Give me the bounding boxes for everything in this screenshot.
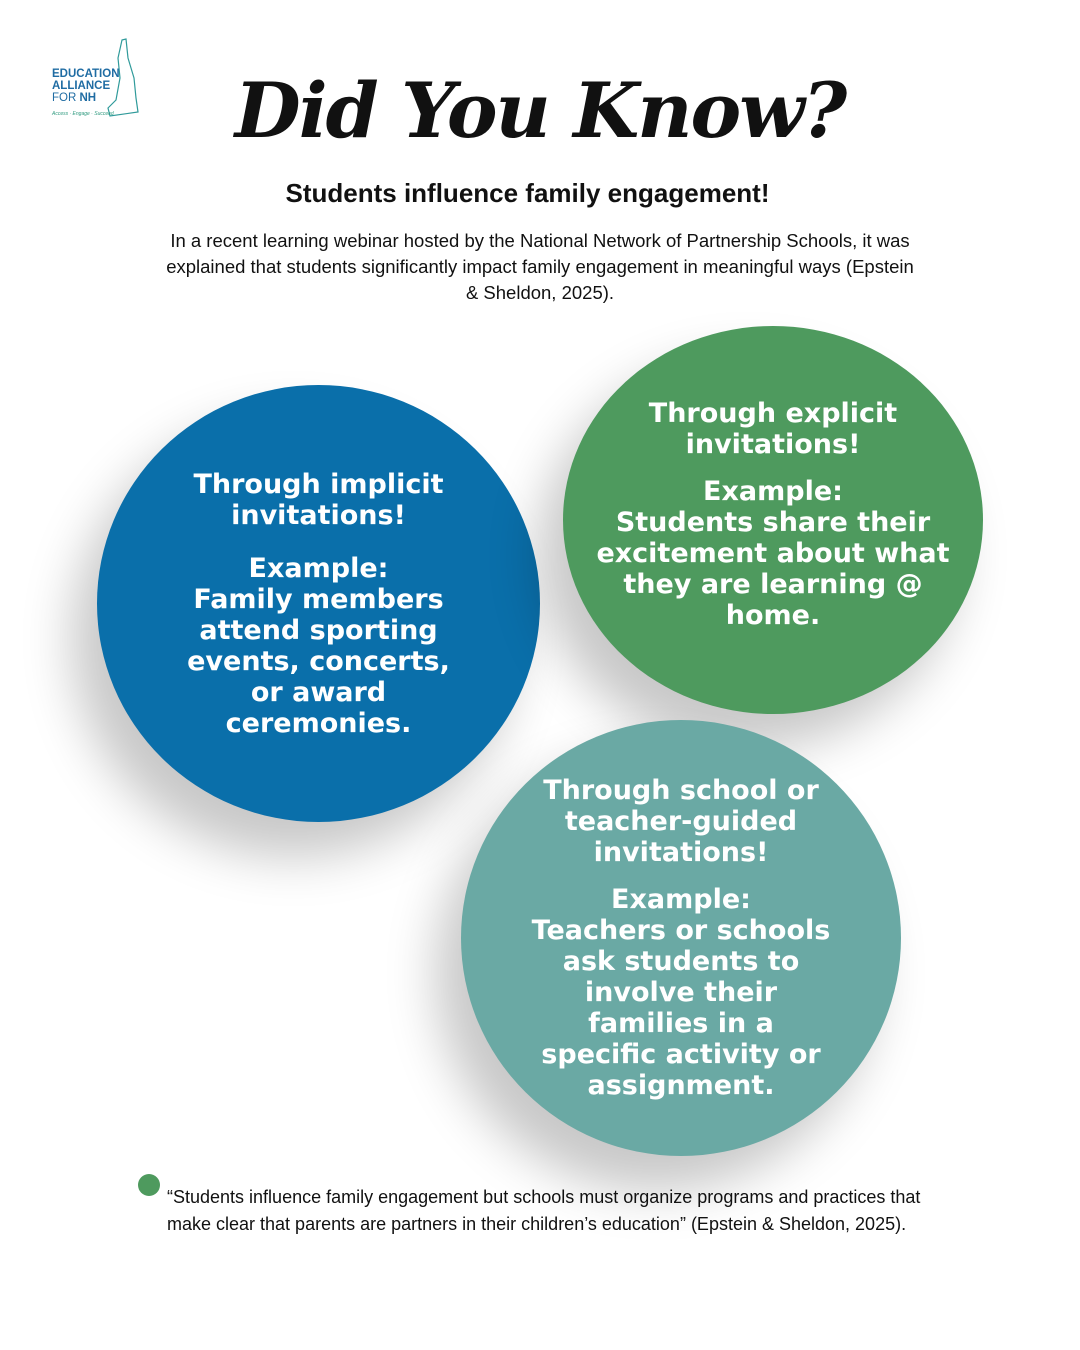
circle-example: Family members attend sporting events, c… [187, 583, 450, 739]
new-hampshire-outline-icon [107, 38, 139, 117]
logo-text: FOR [52, 92, 80, 104]
circle-school-guided: Through school or teacher-guided invitat… [461, 720, 901, 1156]
quote-text: “Students influence family engagement bu… [167, 1187, 921, 1234]
logo-tagline: Access · Engage · Succeed [52, 111, 114, 117]
intro-text: In a recent learning webinar hosted by t… [166, 230, 914, 303]
subtitle: Students influence family engagement! [285, 178, 770, 208]
logo-text: NH [79, 92, 97, 104]
circle-example-label: Example: [611, 884, 751, 915]
logo-text: EDUCATION [52, 68, 120, 80]
logo-text: ALLIANCE [52, 80, 111, 92]
circle-heading: Through school or teacher-guided invitat… [543, 775, 819, 868]
circle-example-label: Example: [248, 552, 389, 584]
circle-explicit: Through explicit invitations! Example: S… [563, 326, 983, 714]
education-alliance-logo: EDUCATION ALLIANCE FOR NH Access · Engag… [50, 38, 145, 123]
bullet-dot-icon [138, 1174, 160, 1196]
circle-heading: Through implicit invitations! [193, 468, 444, 531]
page-title: Did You Know? [234, 66, 847, 155]
circle-heading: Through explicit invitations! [648, 398, 898, 460]
circle-example-label: Example: [703, 476, 843, 507]
circle-implicit: Through implicit invitations! Example: F… [97, 385, 540, 822]
circle-example: Students share their excitement about wh… [596, 507, 950, 631]
circle-example: Teachers or schools ask students to invo… [531, 915, 831, 1101]
